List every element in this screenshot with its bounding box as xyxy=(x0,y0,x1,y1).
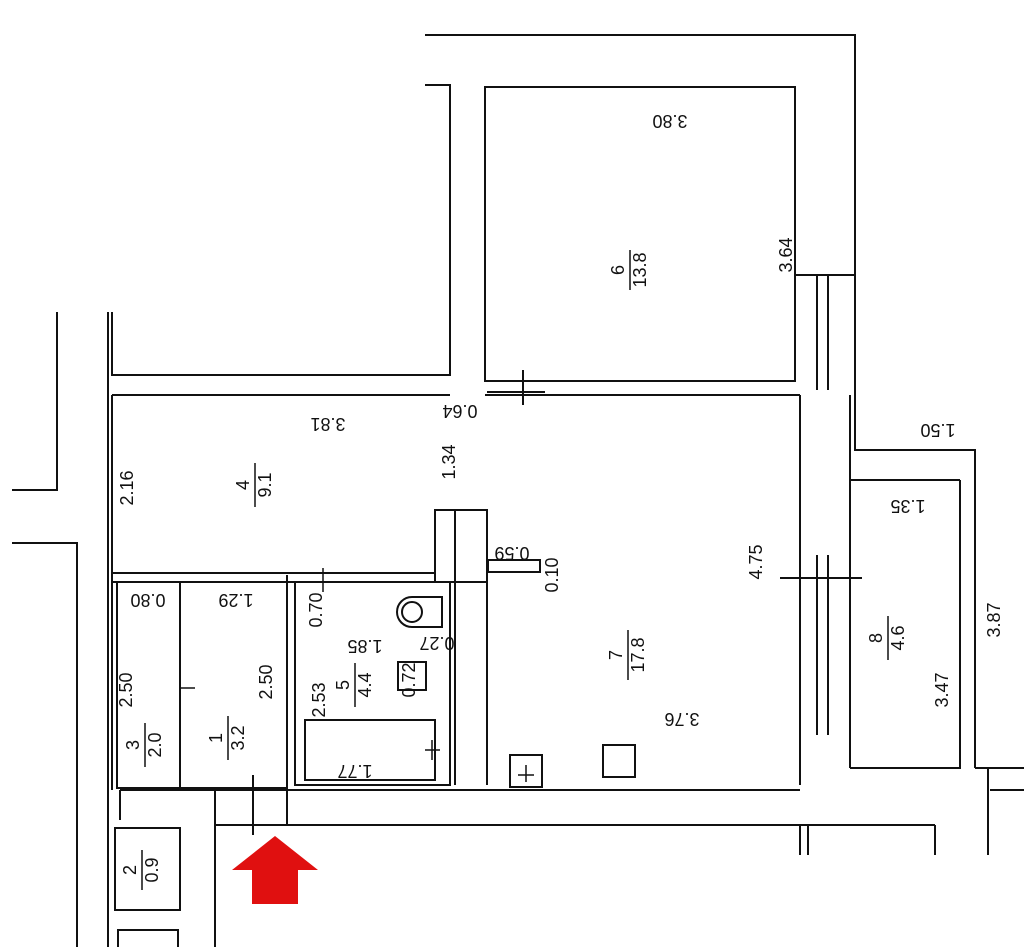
room-area: 13.8 xyxy=(630,252,650,287)
entrance-arrow-icon xyxy=(232,836,318,904)
dim: 0.80 xyxy=(130,590,165,610)
room-4-label: 4 9.1 xyxy=(233,463,275,507)
room-1-label: 1 3.2 xyxy=(206,716,248,760)
room-area: 4.6 xyxy=(888,625,908,650)
dim: 0.70 xyxy=(306,592,326,627)
room-2-label: 2 0.9 xyxy=(120,850,162,890)
room-number: 2 xyxy=(120,865,140,875)
walls xyxy=(12,34,1024,947)
room-5-label: 5 4.4 xyxy=(333,663,375,707)
room-area: 17.8 xyxy=(628,637,648,672)
room-8-label: 8 4.6 xyxy=(866,616,908,660)
dim: 2.50 xyxy=(116,672,136,707)
room-6-label: 6 13.8 xyxy=(608,250,650,290)
dim: 1.34 xyxy=(439,444,459,479)
dim: 3.80 xyxy=(652,111,687,131)
dim: 1.29 xyxy=(218,590,253,610)
dim: 0.10 xyxy=(542,557,562,592)
room-number: 8 xyxy=(866,633,886,643)
room-area: 0.9 xyxy=(142,857,162,882)
dim: 4.75 xyxy=(746,544,766,579)
dim: 2.50 xyxy=(256,664,276,699)
room-number: 7 xyxy=(606,650,626,660)
room-area: 2.0 xyxy=(145,732,165,757)
room-area: 4.4 xyxy=(355,672,375,697)
room-number: 3 xyxy=(123,740,143,750)
room-7-label: 7 17.8 xyxy=(606,630,648,680)
dim: 1.77 xyxy=(337,761,372,781)
dim: 3.47 xyxy=(932,672,952,707)
dim: 2.53 xyxy=(309,682,329,717)
dim: 3.64 xyxy=(776,237,796,272)
dim: 0.72 xyxy=(399,662,419,697)
room-area: 3.2 xyxy=(228,725,248,750)
room-number: 6 xyxy=(608,265,628,275)
dim: 1.50 xyxy=(920,420,955,440)
dim: 3.76 xyxy=(664,709,699,729)
dim: 2.16 xyxy=(117,470,137,505)
room-number: 5 xyxy=(333,680,353,690)
dim: 3.81 xyxy=(310,414,345,434)
room-number: 1 xyxy=(206,733,226,743)
dim: 0.64 xyxy=(442,401,477,421)
dim: 1.35 xyxy=(890,496,925,516)
dim: 3.87 xyxy=(984,602,1004,637)
dim: 1.85 xyxy=(347,636,382,656)
dim: 0.27 xyxy=(419,633,454,653)
dim: 0.59 xyxy=(494,543,529,563)
room-3-label: 3 2.0 xyxy=(123,723,165,767)
room-area: 9.1 xyxy=(255,472,275,497)
room-labels: 6 13.8 4 9.1 7 17.8 8 4.6 5 4.4 1 3.2 xyxy=(120,250,908,890)
dimensions: 3.80 3.64 3.81 0.64 1.34 2.16 0.59 0.10 … xyxy=(116,111,1004,781)
room-number: 4 xyxy=(233,480,253,490)
